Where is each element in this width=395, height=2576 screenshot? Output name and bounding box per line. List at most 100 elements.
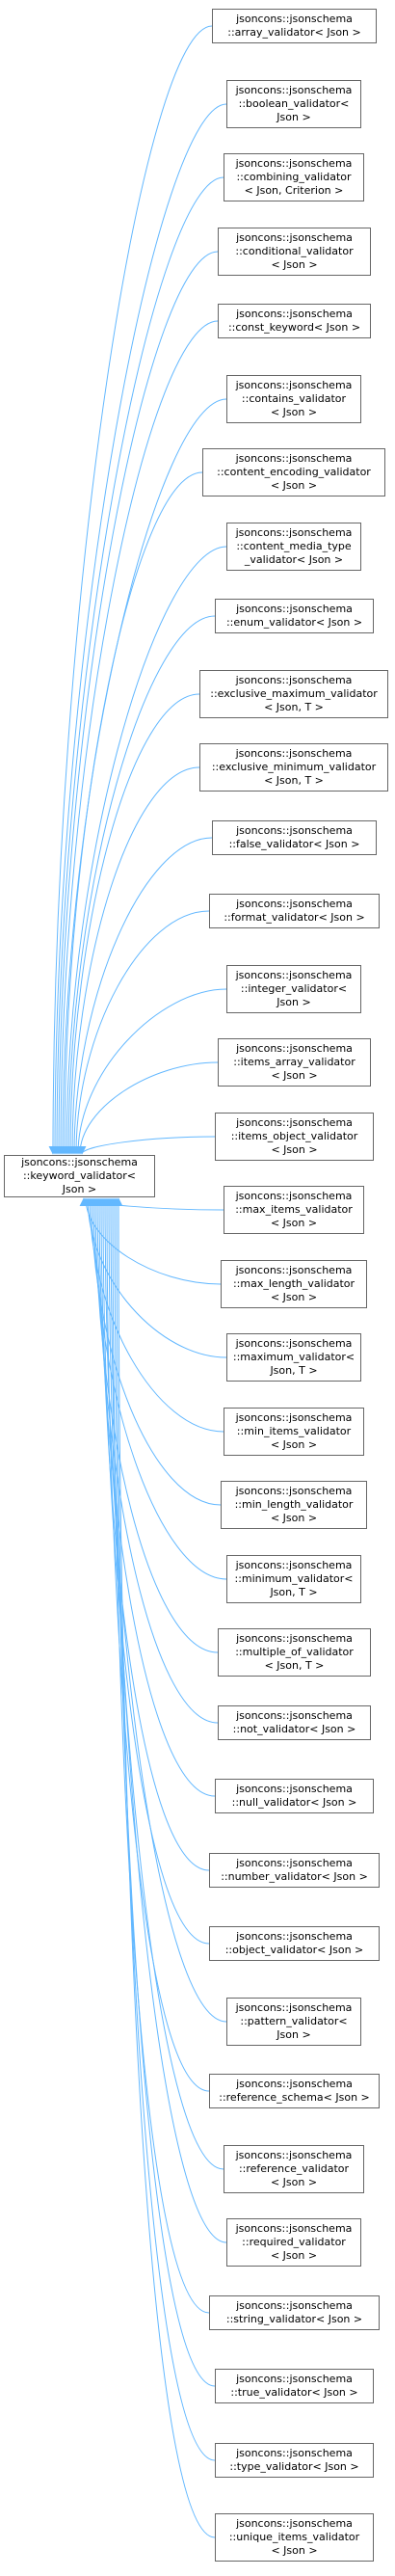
node-label-line: jsoncons::jsonschema — [236, 2517, 353, 2530]
node-label-line: jsoncons::jsonschema — [235, 452, 353, 465]
node-label-line: ::conditional_validator — [235, 245, 354, 257]
derived-class-node[interactable]: jsoncons::jsonschema::const_keyword< Jso… — [218, 304, 371, 338]
node-label-line: jsoncons::jsonschema — [235, 1337, 353, 1350]
derived-class-node[interactable]: jsoncons::jsonschema::content_encoding_v… — [202, 448, 385, 496]
node-label-line: ::maximum_validator< — [232, 1351, 356, 1363]
inheritance-edge — [75, 1061, 219, 1155]
node-label-line: ::min_items_validator — [236, 1425, 352, 1437]
derived-class-node[interactable]: jsoncons::jsonschema::enum_validator< Js… — [215, 599, 374, 633]
node-label-line: ::exclusive_minimum_validator — [211, 761, 377, 773]
inheritance-edge — [56, 320, 219, 1155]
node-label-line: jsoncons::jsonschema — [235, 1190, 353, 1202]
derived-class-node[interactable]: jsoncons::jsonschema::true_validator< Js… — [215, 2369, 374, 2403]
node-label-line: jsoncons::jsonschema — [236, 2373, 353, 2385]
node-label-line: < Json > — [270, 1217, 318, 1229]
node-label-line: ::integer_validator< — [240, 982, 348, 995]
derived-class-node[interactable]: jsoncons::jsonschema::pattern_validator<… — [226, 1998, 361, 2046]
node-label-line: jsoncons::jsonschema — [235, 1485, 353, 1497]
derived-class-node[interactable]: jsoncons::jsonschema::reference_schema< … — [209, 2074, 380, 2108]
derived-class-node[interactable]: jsoncons::jsonschema::max_items_validato… — [224, 1186, 364, 1234]
node-label-line: ::reference_schema< Json > — [219, 2091, 370, 2104]
node-label-line: < Json > — [270, 479, 318, 492]
derived-class-node[interactable]: jsoncons::jsonschema::content_media_type… — [226, 523, 361, 571]
node-label-line: jsoncons::jsonschema — [235, 379, 353, 391]
inheritance-edge — [52, 176, 224, 1155]
derived-class-node[interactable]: jsoncons::jsonschema::not_validator< Jso… — [218, 1705, 371, 1740]
node-label-line: Json > — [276, 111, 311, 123]
derived-class-node[interactable]: jsoncons::jsonschema::unique_items_valid… — [215, 2513, 374, 2562]
node-label-line: ::required_validator — [242, 2236, 346, 2248]
node-label-line: ::string_validator< Json > — [225, 2313, 363, 2325]
inheritance-edge — [96, 1197, 210, 1871]
node-label-line: ::reference_validator — [238, 2162, 350, 2175]
node-label-line: < Json > — [271, 258, 318, 271]
node-label-line: jsoncons::jsonschema — [236, 898, 353, 910]
derived-class-node[interactable]: jsoncons::jsonschema::conditional_valida… — [218, 228, 371, 276]
node-label-line: < Json, T > — [264, 1659, 325, 1672]
derived-class-node[interactable]: jsoncons::jsonschema::contains_validator… — [226, 375, 361, 423]
node-label-line: ::exclusive_maximum_validator — [210, 687, 378, 700]
derived-class-node[interactable]: jsoncons::jsonschema::max_length_validat… — [221, 1260, 367, 1308]
derived-class-node[interactable]: jsoncons::jsonschema::min_items_validato… — [224, 1408, 364, 1456]
derived-class-node[interactable]: jsoncons::jsonschema::combining_validato… — [224, 153, 364, 201]
inheritance-edge — [50, 103, 227, 1155]
node-label-line: jsoncons::jsonschema — [236, 1632, 353, 1645]
derived-class-node[interactable]: jsoncons::jsonschema::boolean_validator<… — [226, 80, 361, 128]
node-label-line: ::type_validator< Json > — [229, 2460, 359, 2473]
node-label-line: jsoncons::jsonschema — [235, 969, 353, 981]
node-label-line: jsoncons::jsonschema — [236, 824, 353, 837]
node-label-line: ::array_validator< Json > — [227, 26, 361, 39]
derived-class-node[interactable]: jsoncons::jsonschema::integer_validator<… — [226, 965, 361, 1013]
node-label-line: < Json > — [270, 1291, 318, 1303]
inheritance-edge — [91, 1197, 219, 1653]
node-label-line: _validator< Json > — [244, 553, 344, 566]
base-class-node[interactable]: jsoncons::jsonschema::keyword_validator<… — [4, 1155, 155, 1197]
node-label-line: jsoncons::jsonschema — [236, 1709, 353, 1722]
node-label-line: jsoncons::jsonschema — [235, 1264, 353, 1276]
derived-class-node[interactable]: jsoncons::jsonschema::multiple_of_valida… — [218, 1628, 371, 1677]
inheritance-edge — [98, 1197, 210, 1945]
derived-class-node[interactable]: jsoncons::jsonschema::number_validator< … — [209, 1853, 380, 1888]
derived-class-node[interactable]: jsoncons::jsonschema::min_length_validat… — [221, 1481, 367, 1529]
node-label-line: jsoncons::jsonschema — [235, 2222, 353, 2235]
inheritance-edge — [104, 1197, 224, 2170]
derived-class-node[interactable]: jsoncons::jsonschema::type_validator< Js… — [215, 2443, 374, 2478]
derived-class-node[interactable]: jsoncons::jsonschema::reference_validato… — [224, 2145, 364, 2193]
node-label-line: ::object_validator< Json > — [224, 1944, 364, 1956]
inheritance-edge — [92, 1197, 219, 1724]
inheritance-edge — [71, 910, 210, 1155]
derived-class-node[interactable]: jsoncons::jsonschema::exclusive_maximum_… — [199, 670, 388, 718]
node-label-line: jsoncons::jsonschema — [236, 1857, 353, 1869]
derived-class-node[interactable]: jsoncons::jsonschema::exclusive_minimum_… — [199, 743, 388, 792]
derived-class-node[interactable]: jsoncons::jsonschema::format_validator< … — [209, 894, 380, 928]
derived-class-node[interactable]: jsoncons::jsonschema::false_validator< J… — [212, 820, 377, 855]
inheritance-edge — [100, 1197, 227, 2023]
node-label-line: < Json > — [271, 2544, 318, 2557]
node-label-line: ::false_validator< Json > — [228, 838, 360, 850]
derived-class-node[interactable]: jsoncons::jsonschema::items_array_valida… — [218, 1038, 371, 1087]
derived-class-node[interactable]: jsoncons::jsonschema::minimum_validator<… — [226, 1555, 361, 1603]
node-label-line: jsoncons::jsonschema — [235, 747, 353, 760]
derived-class-node[interactable]: jsoncons::jsonschema::items_object_valid… — [215, 1113, 374, 1161]
node-label-line: jsoncons::jsonschema — [236, 2078, 353, 2090]
inheritance-edge — [89, 1197, 227, 1580]
node-label-line: jsoncons::jsonschema — [235, 84, 353, 96]
node-label-line: < Json, T > — [264, 701, 324, 713]
derived-class-node[interactable]: jsoncons::jsonschema::null_validator< Js… — [215, 1779, 374, 1813]
node-label-line: < Json, Criterion > — [244, 184, 344, 197]
derived-class-node[interactable]: jsoncons::jsonschema::object_validator< … — [209, 1926, 380, 1961]
derived-class-node[interactable]: jsoncons::jsonschema::string_validator< … — [209, 2295, 380, 2330]
node-label-line: Json > — [62, 1183, 97, 1195]
inheritance-edge — [66, 693, 200, 1155]
node-label-line: jsoncons::jsonschema — [236, 1783, 353, 1795]
node-label-line: jsoncons::jsonschema — [236, 1116, 353, 1129]
derived-class-node[interactable]: jsoncons::jsonschema::maximum_validator<… — [226, 1333, 361, 1382]
inheritance-edge — [48, 25, 213, 1155]
derived-class-node[interactable]: jsoncons::jsonschema::required_validator… — [226, 2218, 361, 2267]
derived-class-node[interactable]: jsoncons::jsonschema::array_validator< J… — [212, 9, 377, 43]
inheritance-edge — [87, 1197, 222, 1506]
node-label-line: ::const_keyword< Json > — [227, 321, 361, 334]
node-label-line: jsoncons::jsonschema — [236, 1930, 353, 1943]
node-label-line: Json > — [276, 996, 311, 1008]
node-label-line: < Json > — [270, 2176, 318, 2188]
